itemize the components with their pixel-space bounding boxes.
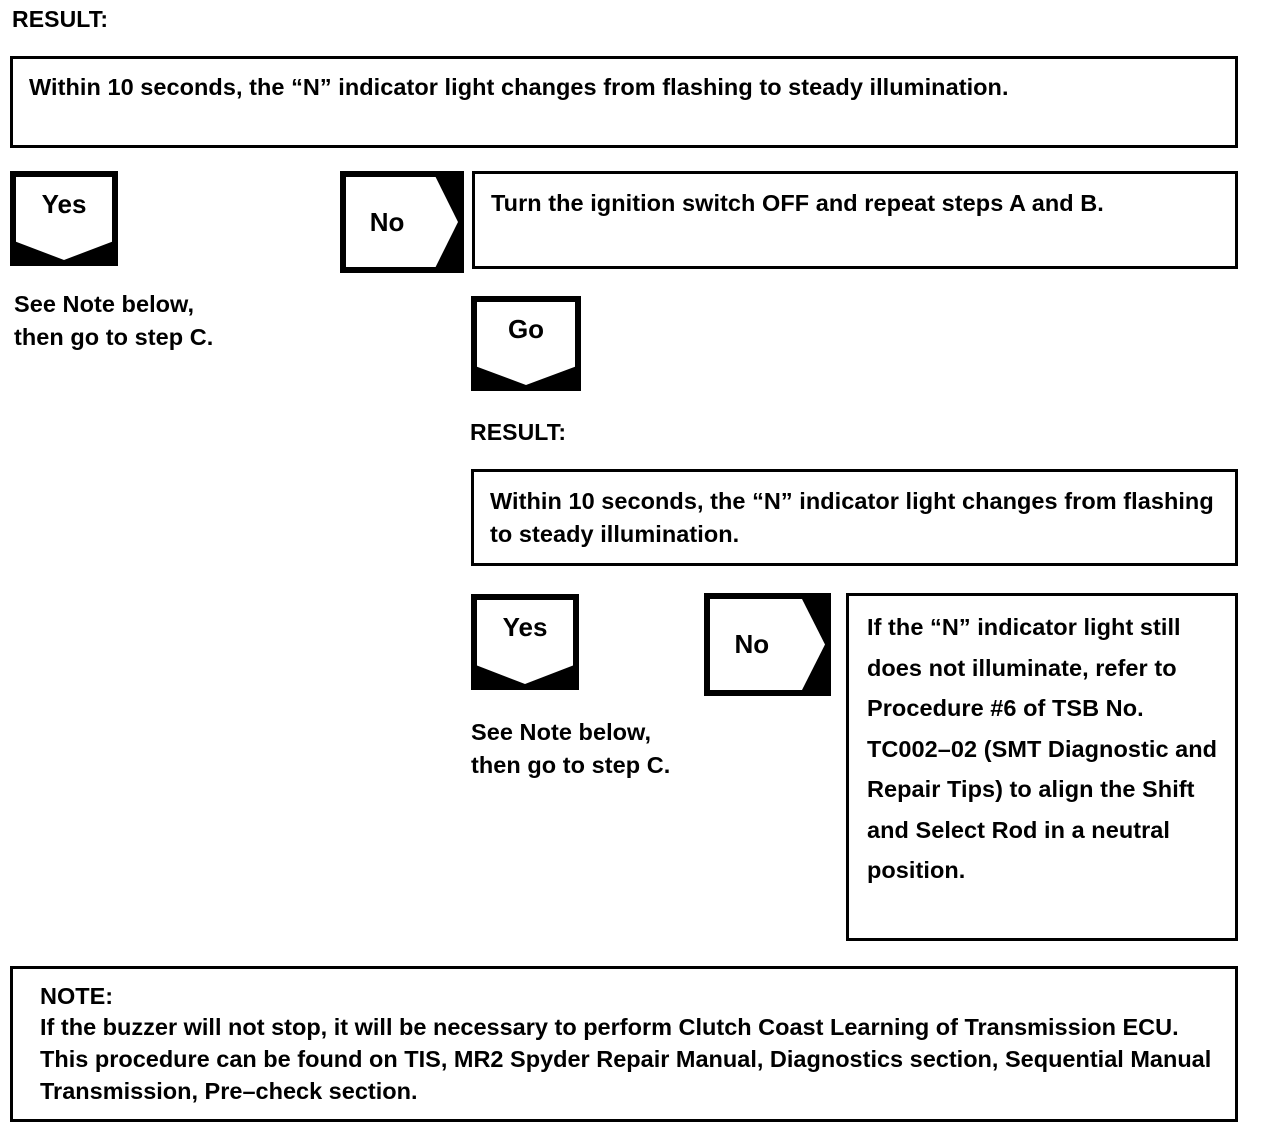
middle-yes-label: Yes — [502, 612, 548, 642]
top-no-decision-shape[interactable]: No — [340, 171, 464, 273]
top-result-heading: RESULT: — [12, 6, 109, 32]
note-label: NOTE: — [40, 983, 114, 1009]
pentagon-right-fill — [346, 177, 458, 267]
go-shape[interactable]: Go — [471, 296, 581, 391]
pentagon-down-fill — [16, 177, 112, 260]
top-no-action-text: Turn the ignition switch OFF and repeat … — [491, 190, 1104, 216]
middle-result-box-text: Within 10 seconds, the “N” indicator lig… — [490, 488, 1214, 547]
pentagon-down-fill — [477, 600, 573, 684]
top-result-box: Within 10 seconds, the “N” indicator lig… — [10, 56, 1238, 148]
middle-no-label: No — [734, 629, 770, 659]
go-label: Go — [507, 314, 545, 344]
pentagon-down-fill — [477, 302, 575, 385]
note-box: NOTE: If the buzzer will not stop, it wi… — [10, 966, 1238, 1122]
pentagon-right-fill — [710, 599, 825, 690]
middle-yes-note-text: See Note below, then go to step C. — [471, 719, 671, 778]
top-yes-decision-shape[interactable]: Yes — [10, 171, 118, 266]
note-text: If the buzzer will not stop, it will be … — [40, 1014, 1212, 1104]
middle-no-decision-shape[interactable]: No — [704, 593, 831, 696]
middle-no-action-text: If the “N” indicator light still does no… — [867, 614, 1218, 883]
top-yes-note-text: See Note below, then go to step C. — [14, 291, 214, 350]
middle-no-action-box: If the “N” indicator light still does no… — [846, 593, 1238, 941]
middle-result-heading: RESULT: — [470, 419, 567, 445]
middle-result-box: Within 10 seconds, the “N” indicator lig… — [471, 469, 1238, 566]
top-no-label: No — [369, 206, 405, 237]
middle-yes-decision-shape[interactable]: Yes — [471, 594, 579, 690]
top-result-box-text: Within 10 seconds, the “N” indicator lig… — [29, 74, 1009, 100]
top-no-action-box: Turn the ignition switch OFF and repeat … — [472, 171, 1238, 269]
top-yes-label: Yes — [41, 189, 87, 219]
